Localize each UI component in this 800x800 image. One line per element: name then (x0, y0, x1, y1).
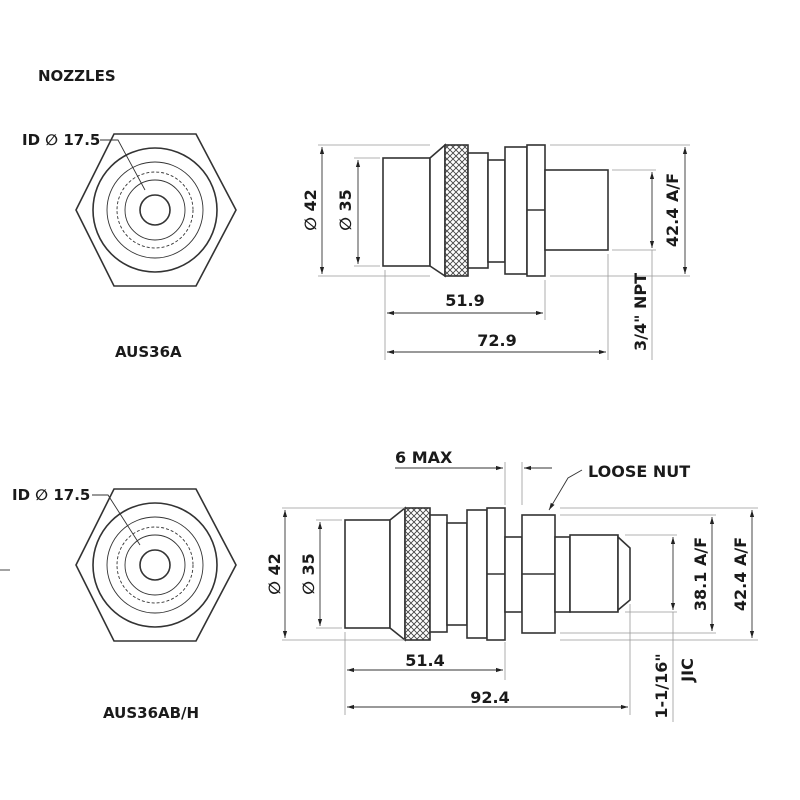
section-title: NOZZLES (38, 67, 116, 85)
model-name: AUS36AB/H (103, 704, 199, 722)
hex-af-label: 42.4 A/F (731, 537, 750, 611)
model-name: AUS36A (115, 343, 182, 361)
thread-label: 3/4" NPT (631, 273, 650, 351)
thread-label-line1: 1-1/16" (652, 653, 671, 718)
dia-inner-label: ∅ 35 (299, 553, 318, 595)
nut-af-label: 38.1 A/F (691, 537, 710, 611)
side-view-aus36a (382, 143, 609, 278)
end-view-aus36a (75, 133, 237, 287)
body-length-label: 51.4 (405, 651, 444, 670)
body-length-label: 51.9 (445, 291, 484, 310)
gap-label: 6 MAX (395, 448, 453, 467)
dia-outer-label: ∅ 42 (265, 553, 284, 595)
side-view-aus36abh (344, 506, 631, 642)
dia-inner-label: ∅ 35 (336, 189, 355, 231)
thread-label-line2: JIC (678, 658, 697, 683)
dimensions-aus36abh (282, 462, 758, 722)
dimensions-aus36a (318, 144, 690, 360)
loose-nut-label: LOOSE NUT (588, 462, 690, 481)
hex-af-label: 42.4 A/F (663, 173, 682, 247)
total-length-label: 92.4 (470, 688, 509, 707)
total-length-label: 72.9 (477, 331, 516, 350)
dia-outer-label: ∅ 42 (301, 189, 320, 231)
id-label: ID ∅ 17.5 (22, 131, 100, 149)
id-label: ID ∅ 17.5 (12, 486, 90, 504)
end-view-aus36abh (75, 488, 237, 642)
